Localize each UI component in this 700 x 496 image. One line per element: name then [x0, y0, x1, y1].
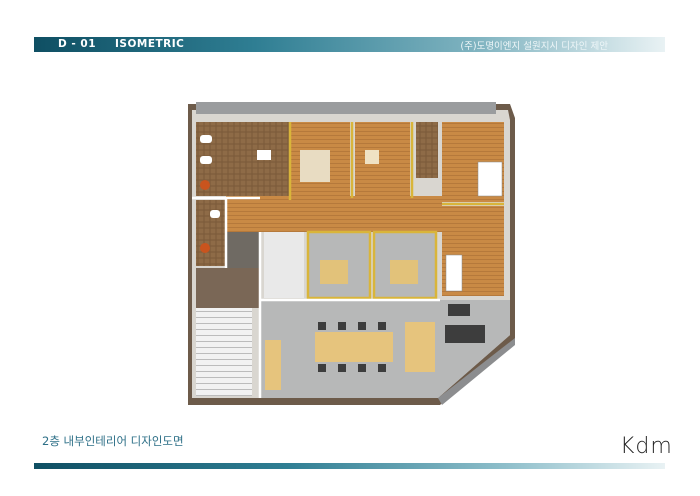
- sheet-view-title: ISOMETRIC: [115, 38, 185, 50]
- header-bar: [34, 37, 665, 52]
- client-title: (주)도명이엔지 설원지시 디자인 제안: [460, 41, 608, 52]
- footer-bar: [34, 463, 665, 469]
- sheet-code: D - 01: [58, 38, 96, 50]
- stairwell: [196, 308, 252, 396]
- logo-text: Kdm: [620, 434, 673, 459]
- restroom-2: [196, 200, 226, 266]
- drawing-caption: 2층 내부인테리어 디자인도면: [42, 434, 184, 448]
- company-logo: Kdm: [620, 434, 686, 466]
- office-1: [355, 122, 410, 200]
